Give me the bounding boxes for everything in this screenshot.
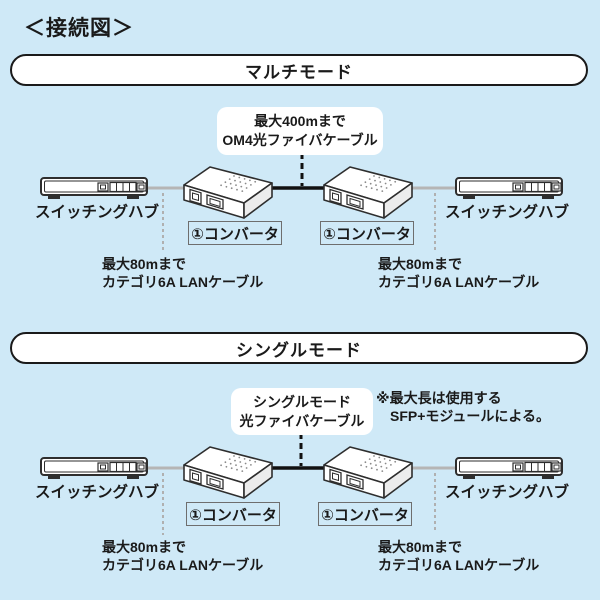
- sfp-module-note: ※最大長は使用する SFP+モジュールによる。: [376, 389, 550, 425]
- converter-icon: [183, 166, 273, 219]
- converter-icon: [323, 166, 413, 219]
- lan-note-line2: カテゴリ6A LANケーブル: [378, 556, 540, 573]
- banner-multimode-label: マルチモード: [245, 62, 353, 82]
- converter-label-text: ①コンバータ: [191, 225, 279, 243]
- page-title: ＜接続図＞: [24, 17, 134, 40]
- sfp-note-line1: ※最大長は使用する: [376, 390, 502, 406]
- converter-label-left: ①コンバータ: [186, 502, 280, 526]
- switching-hub-icon: [455, 457, 563, 480]
- converter-label-text: ①コンバータ: [323, 225, 411, 243]
- lan-note-right: 最大80mまで カテゴリ6A LANケーブル: [378, 539, 539, 574]
- converter-icon: [323, 446, 413, 499]
- lan-note-left: 最大80mまで カテゴリ6A LANケーブル: [102, 539, 263, 574]
- hub-label-right: スイッチングハブ: [444, 204, 569, 221]
- hub-label-left: スイッチングハブ: [34, 484, 159, 501]
- converter-label-text: ①コンバータ: [321, 506, 409, 524]
- fiber-callout-singlemode: シングルモード 光ファイバケーブル: [231, 388, 373, 435]
- fiber-callout-line2: OM4光ファイバケーブル: [222, 132, 378, 148]
- fiber-callout-line2: 光ファイバケーブル: [239, 413, 365, 429]
- lan-note-line1: 最大80mまで: [378, 256, 463, 272]
- hub-label-left: スイッチングハブ: [34, 204, 159, 221]
- banner-singlemode-label: シングルモード: [236, 340, 362, 360]
- sfp-note-line2: SFP+モジュールによる。: [390, 408, 551, 424]
- lan-note-line1: 最大80mまで: [102, 539, 187, 555]
- lan-note-line2: カテゴリ6A LANケーブル: [102, 556, 264, 573]
- converter-label-text: ①コンバータ: [189, 506, 277, 524]
- switching-hub-icon: [455, 177, 563, 200]
- lan-note-line2: カテゴリ6A LANケーブル: [378, 273, 540, 290]
- hub-label-right: スイッチングハブ: [444, 484, 569, 501]
- switching-hub-icon: [40, 457, 148, 480]
- lan-note-left: 最大80mまで カテゴリ6A LANケーブル: [102, 256, 263, 291]
- lan-note-line1: 最大80mまで: [378, 539, 463, 555]
- converter-label-right: ①コンバータ: [318, 502, 412, 526]
- converter-label-right: ①コンバータ: [320, 221, 414, 245]
- fiber-callout-multimode: 最大400mまで OM4光ファイバケーブル: [217, 107, 383, 155]
- converter-icon: [183, 446, 273, 499]
- banner-multimode: マルチモード: [10, 54, 588, 86]
- converter-label-left: ①コンバータ: [188, 221, 282, 245]
- lan-note-line2: カテゴリ6A LANケーブル: [102, 273, 264, 290]
- fiber-callout-line1: 最大400mまで: [254, 113, 346, 129]
- fiber-callout-line1: シングルモード: [253, 394, 351, 410]
- lan-note-line1: 最大80mまで: [102, 256, 187, 272]
- switching-hub-icon: [40, 177, 148, 200]
- lan-note-right: 最大80mまで カテゴリ6A LANケーブル: [378, 256, 539, 291]
- banner-singlemode: シングルモード: [10, 332, 588, 364]
